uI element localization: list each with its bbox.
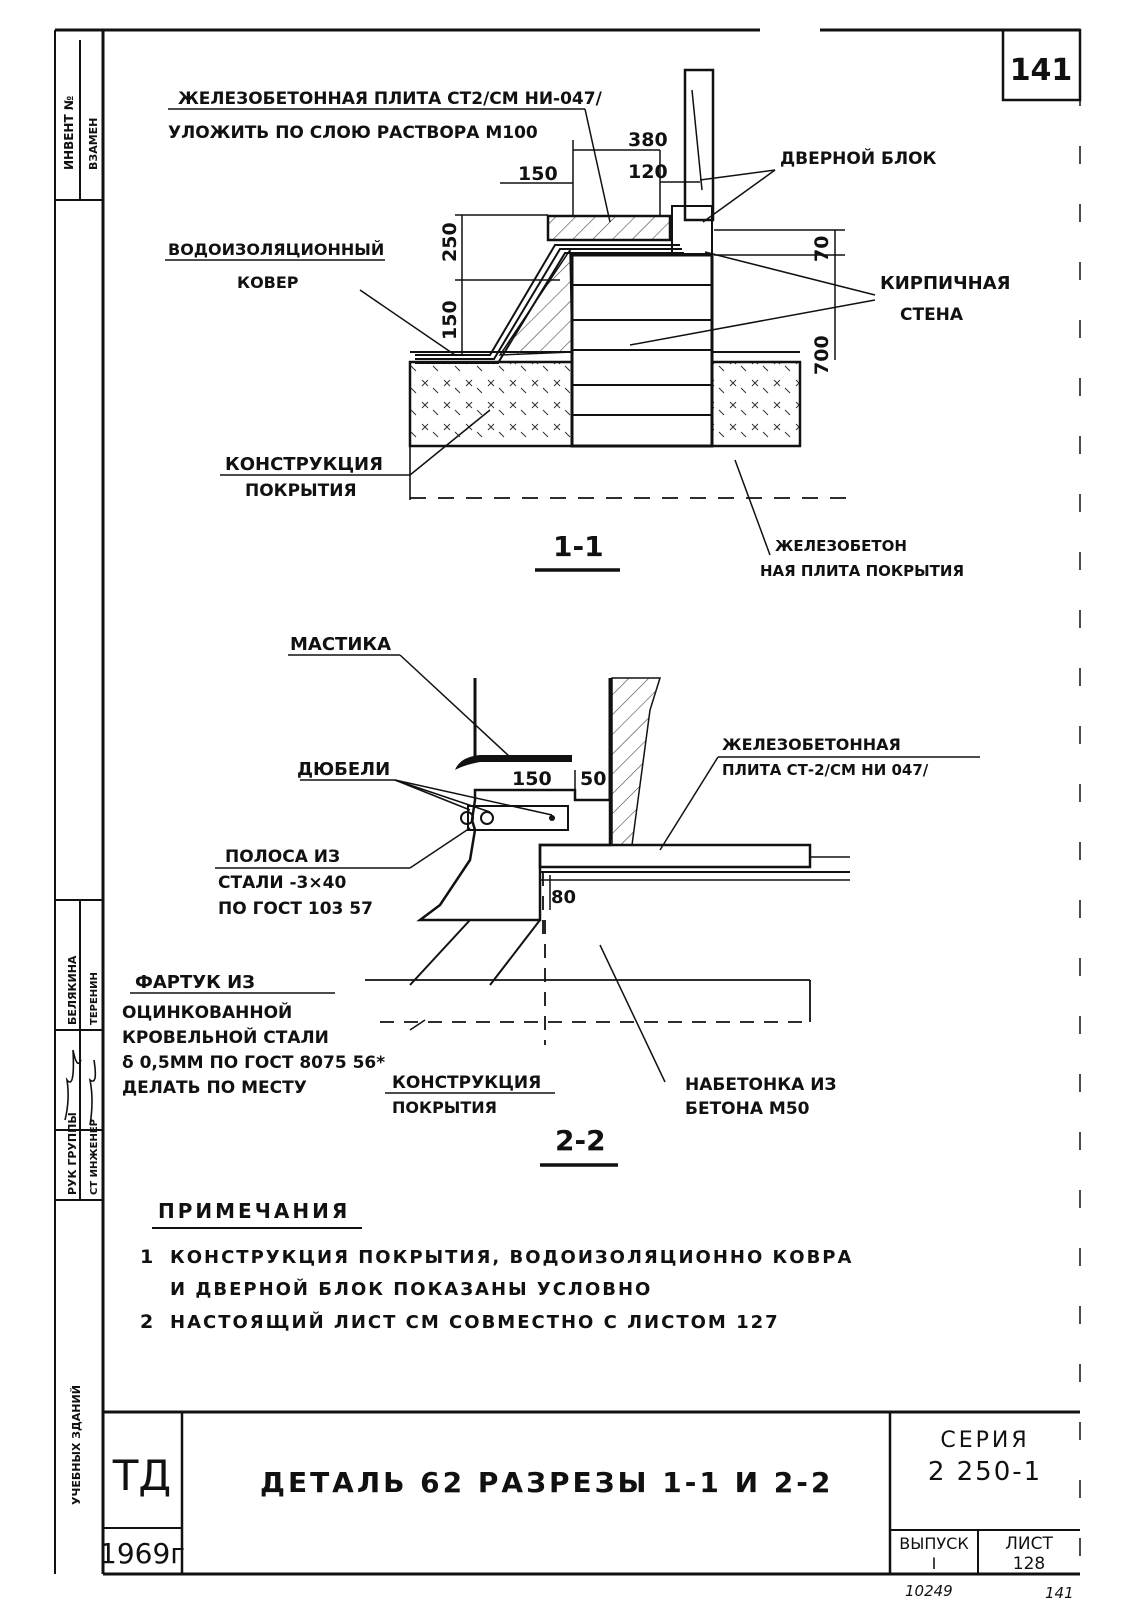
- org-mark: ТД: [112, 1451, 171, 1500]
- callout-strip-2: СТАЛИ -3×40: [218, 873, 346, 893]
- drawing-title: ДЕТАЛЬ 62 РАЗРЕЗЫ 1-1 И 2-2: [260, 1466, 833, 1499]
- dim-80: 80: [551, 887, 576, 908]
- callout-apron-3: КРОВЕЛЬНОЙ СТАЛИ: [122, 1026, 329, 1048]
- callout-apron-5: ДЕЛАТЬ ПО МЕСТУ: [122, 1078, 307, 1098]
- notes-heading: ПРИМЕЧАНИЯ: [158, 1199, 350, 1223]
- margin-inv-label: ИНВЕНТ №: [62, 96, 76, 170]
- notes: ПРИМЕЧАНИЯ 1 КОНСТРУКЦИЯ ПОКРЫТИЯ, ВОДОИ…: [140, 1199, 853, 1333]
- dimension-labels: 380 120 150 250 150 70 700: [439, 129, 833, 375]
- margin-name1: БЕЛЯКИНА: [66, 955, 79, 1025]
- dim-380: 380: [628, 129, 668, 151]
- dimension-lines-2: [490, 770, 576, 910]
- note-1-line2: И ДВЕРНОЙ БЛОК ПОКАЗАНЫ УСЛОВНО: [170, 1278, 652, 1300]
- sheet-value: 128: [1013, 1554, 1045, 1574]
- sheet-frame: [54, 28, 1081, 1576]
- series-value: 2 250-1: [928, 1457, 1042, 1487]
- fillet-triangle: [498, 247, 573, 356]
- callout-door-block: ДВЕРНОЙ БЛОК: [780, 147, 937, 169]
- mastic: [455, 755, 572, 770]
- series-label: СЕРИЯ: [940, 1428, 1029, 1453]
- section-2-2-label: 2-2: [555, 1124, 606, 1157]
- rc-slab-ct2: [538, 843, 812, 869]
- issue-label: ВЫПУСК: [899, 1534, 969, 1553]
- callout-roof-1: КОНСТРУКЦИЯ: [392, 1073, 541, 1093]
- signature-2: [88, 1059, 97, 1126]
- roof-structure-left: [408, 360, 574, 448]
- dim-150: 150: [512, 768, 552, 790]
- issue-value: I: [932, 1554, 937, 1573]
- roof-structure-right: [710, 360, 802, 448]
- callout-slab-2: УЛОЖИТЬ ПО СЛОЮ РАСТВОРА М100: [168, 123, 538, 143]
- callout-apron-4: δ 0,5ММ ПО ГОСТ 8075 56*: [122, 1053, 385, 1073]
- callout-apron-1: ФАРТУК ИЗ: [135, 972, 255, 993]
- callout-rc-slab-1: ЖЕЛЕЗОБЕТОННАЯ: [722, 735, 901, 754]
- door-block: [683, 68, 715, 222]
- callout-topping-1: НАБЕТОНКА ИЗ: [685, 1075, 837, 1095]
- callout-roof-1: КОНСТРУКЦИЯ: [225, 454, 383, 475]
- callout-topping-2: БЕТОНА М50: [685, 1099, 810, 1119]
- callout-rc-slab-2: НАЯ ПЛИТА ПОКРЫТИЯ: [760, 562, 964, 580]
- margin-name2: ТЕРЕНИН: [89, 972, 100, 1025]
- title-block: ТД 1969г ДЕТАЛЬ 62 РАЗРЕЗЫ 1-1 И 2-2 СЕР…: [99, 1410, 1080, 1574]
- callout-brick-2: СТЕНА: [900, 305, 964, 325]
- steel-strip: [467, 805, 569, 831]
- callout-rc-slab-2: ПЛИТА СТ-2/СМ НИ 047/: [722, 761, 929, 779]
- callout-strip-3: ПО ГОСТ 103 57: [218, 899, 373, 919]
- leader-lines: [165, 108, 876, 556]
- section-2-2: 150 50 80 МАСТИКА ДЮБЕЛИ ПОЛОСА ИЗ СТАЛИ…: [122, 634, 980, 1167]
- year: 1969г: [99, 1537, 185, 1570]
- note-1-line1: КОНСТРУКЦИЯ ПОКРЫТИЯ, ВОДОИЗОЛЯЦИОННО КО…: [170, 1247, 853, 1268]
- callout-apron-2: ОЦИНКОВАННОЙ: [122, 1001, 292, 1023]
- dim-120: 120: [628, 161, 668, 183]
- callout-dowels: ДЮБЕЛИ: [297, 759, 390, 780]
- callout-waterproof-2: КОВЕР: [237, 273, 299, 292]
- margin-inv-sub: ВЗАМЕН: [87, 118, 100, 170]
- dimension-lines: [455, 140, 845, 360]
- note-1-num: 1: [140, 1246, 153, 1268]
- section-1-1-label: 1-1: [553, 530, 604, 563]
- dim-150-side: 150: [439, 300, 461, 340]
- dowel-3: [549, 815, 555, 821]
- sheet-number: 141: [1010, 53, 1073, 88]
- dowel-1: [460, 811, 474, 825]
- page-number: 141: [1045, 1584, 1074, 1602]
- dim-700: 700: [811, 335, 833, 375]
- door-threshold: [671, 205, 713, 255]
- dowel-2: [480, 811, 494, 825]
- callout-roof-2: ПОКРЫТИЯ: [245, 481, 357, 501]
- dim-250: 250: [439, 222, 461, 262]
- sheet-label: ЛИСТ: [1005, 1534, 1053, 1554]
- margin-role2: СТ ИНЖЕНЕР: [89, 1119, 100, 1195]
- callout-roof-2: ПОКРЫТИЯ: [392, 1098, 497, 1117]
- sheet-number-box: 141: [1001, 28, 1082, 102]
- brick-courses: [572, 284, 712, 416]
- archive-number: 10249: [905, 1582, 953, 1600]
- callout-slab-1: ЖЕЛЕЗОБЕТОННАЯ ПЛИТА СТ2/СМ НИ-047/: [178, 89, 603, 109]
- callout-rc-slab-1: ЖЕЛЕЗОБЕТОН: [775, 537, 907, 555]
- leader-lines-2: [130, 654, 980, 1094]
- dim-70: 70: [811, 236, 833, 262]
- margin-role1: РУК ГРУППЫ: [66, 1112, 79, 1195]
- note-2-line1: НАСТОЯЩИЙ ЛИСТ СМ СОВМЕСТНО С ЛИСТОМ 127: [170, 1311, 780, 1333]
- margin-dept: УЧЕБНЫХ ЗДАНИЙ: [70, 1385, 83, 1505]
- dim-50: 50: [580, 768, 606, 790]
- lower-wall: [416, 788, 612, 922]
- callout-brick-1: КИРПИЧНАЯ: [880, 273, 1011, 294]
- margin-texts: ИНВЕНТ № ВЗАМЕН РУК ГРУППЫ СТ ИНЖЕНЕР БЕ…: [62, 96, 100, 1505]
- wall-hatch: [611, 677, 662, 846]
- signature-1: [64, 1049, 82, 1121]
- dim-150-top: 150: [518, 163, 558, 185]
- section-1-1: 380 120 150 250 150 70 700 ЖЕЛЕЗОБЕТОННА…: [165, 68, 1011, 580]
- note-2-num: 2: [140, 1311, 153, 1333]
- callout-strip-1: ПОЛОСА ИЗ: [225, 847, 340, 867]
- callout-waterproof-1: ВОДОИЗОЛЯЦИОННЫЙ: [168, 240, 384, 259]
- callout-mastic: МАСТИКА: [290, 634, 391, 655]
